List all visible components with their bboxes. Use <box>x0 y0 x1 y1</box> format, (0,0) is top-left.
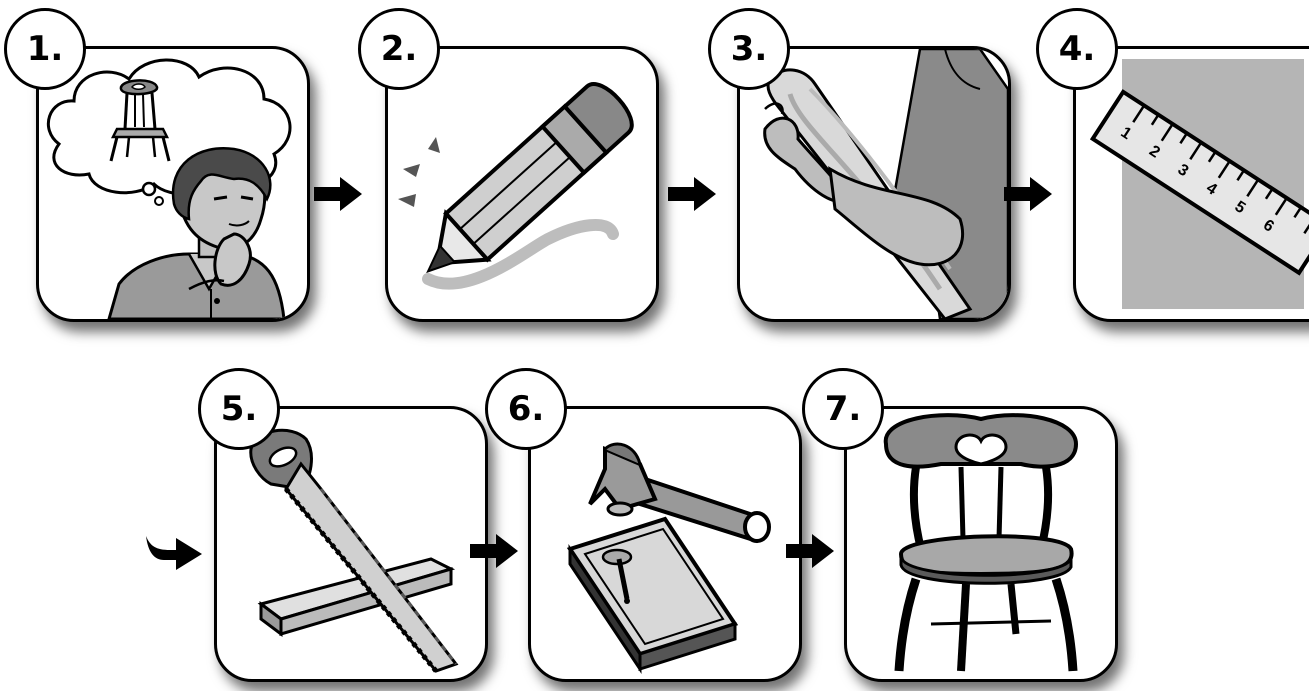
step-number-badge: 4. <box>1036 8 1118 90</box>
ruler-icon: 1 2 3 4 5 6 <box>1076 49 1309 319</box>
step-1-card <box>36 46 310 322</box>
arrow-right-icon <box>314 177 362 211</box>
step-6-card <box>528 406 802 682</box>
step-number-badge: 2. <box>358 8 440 90</box>
step-number-badge: 5. <box>198 368 280 450</box>
hammer-nail-icon <box>531 409 799 679</box>
arrow-right-icon <box>668 177 716 211</box>
chair-icon <box>847 409 1115 679</box>
arrow-curved-icon <box>146 532 202 572</box>
step-number-badge: 1. <box>4 8 86 90</box>
step-number-badge: 6. <box>485 368 567 450</box>
saw-icon <box>217 409 485 679</box>
step-4-card: 1 2 3 4 5 6 <box>1073 46 1309 322</box>
step-number-badge: 3. <box>708 8 790 90</box>
arrow-right-icon <box>1004 177 1052 211</box>
arrow-right-icon <box>470 534 518 568</box>
step-7-card <box>844 406 1118 682</box>
lumber-plank-icon <box>740 49 1008 319</box>
arrow-right-icon <box>786 534 834 568</box>
step-3-card <box>737 46 1011 322</box>
step-number-badge: 7. <box>802 368 884 450</box>
pencil-icon <box>388 49 656 319</box>
thinking-person-icon <box>39 49 307 319</box>
step-5-card <box>214 406 488 682</box>
step-2-card <box>385 46 659 322</box>
